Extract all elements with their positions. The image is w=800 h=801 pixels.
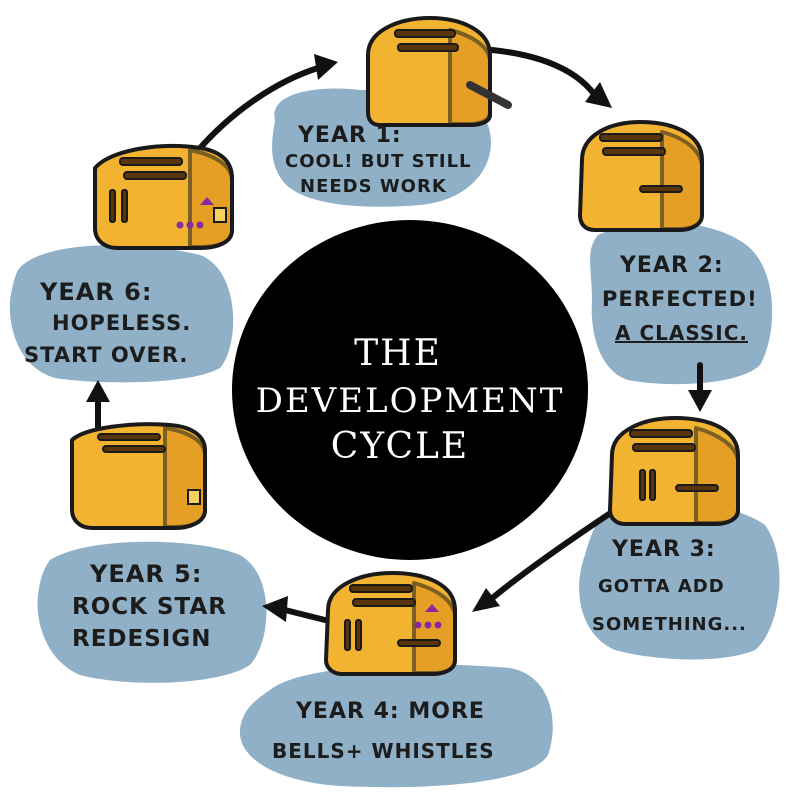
toaster-year4 — [324, 571, 457, 676]
toaster-year5 — [70, 422, 207, 530]
year2-line2: A CLASSIC. — [615, 321, 748, 345]
year5-heading: YEAR 5: — [89, 560, 202, 588]
year1-line1: COOL! BUT STILL — [285, 151, 472, 172]
arrows — [86, 47, 712, 623]
year6-blob — [9, 245, 234, 383]
center-circle — [232, 220, 588, 560]
year2-blob — [590, 222, 773, 385]
year4-line1: BELLS+ WHISTLES — [272, 739, 495, 763]
year3-blob — [579, 501, 780, 660]
stage-label-year6: YEAR 6: HOPELESS. START OVER. — [24, 278, 191, 367]
year3-line1: GOTTA ADD — [598, 576, 725, 597]
year6-line1: HOPELESS. — [52, 311, 191, 335]
center-title-line2: DEVELOPMENT — [256, 381, 565, 421]
year1-line2: NEEDS WORK — [300, 176, 447, 197]
toaster-year3 — [608, 416, 740, 526]
stage-label-year1: YEAR 1: COOL! BUT STILL NEEDS WORK — [285, 123, 472, 197]
year2-line1: PERFECTED! — [602, 287, 758, 311]
center-title-line1: THE — [354, 333, 442, 374]
stage-label-year2: YEAR 2: PERFECTED! A CLASSIC. — [602, 253, 758, 345]
year1-heading: YEAR 1: — [297, 123, 402, 148]
arrow-year3-to-year4 — [487, 507, 618, 603]
arrow-year4-to-year5 — [282, 607, 328, 623]
toaster-year2 — [578, 120, 704, 232]
year4-blob — [239, 664, 553, 788]
stage-label-year4: YEAR 4: MORE BELLS+ WHISTLES — [272, 699, 495, 763]
year5-line2: REDESIGN — [72, 626, 211, 652]
year5-blob — [37, 541, 267, 683]
year4-heading: YEAR 4: MORE — [295, 699, 485, 724]
year3-heading: YEAR 3: — [611, 537, 716, 562]
stage-label-year3: YEAR 3: GOTTA ADD SOMETHING... — [592, 537, 747, 635]
arrow-year1-to-year2 — [489, 47, 601, 103]
toaster-year6 — [93, 144, 234, 250]
toaster-year1 — [366, 16, 512, 127]
year3-line2: SOMETHING... — [592, 614, 747, 635]
year6-heading: YEAR 6: — [39, 278, 152, 306]
year2-heading: YEAR 2: — [619, 253, 724, 278]
stage-label-year5: YEAR 5: ROCK STAR REDESIGN — [72, 560, 227, 652]
center-title-line3: CYCLE — [331, 426, 469, 467]
year6-line2: START OVER. — [24, 343, 188, 367]
arrow-year6-to-year1 — [187, 65, 321, 163]
year5-line1: ROCK STAR — [72, 594, 227, 620]
